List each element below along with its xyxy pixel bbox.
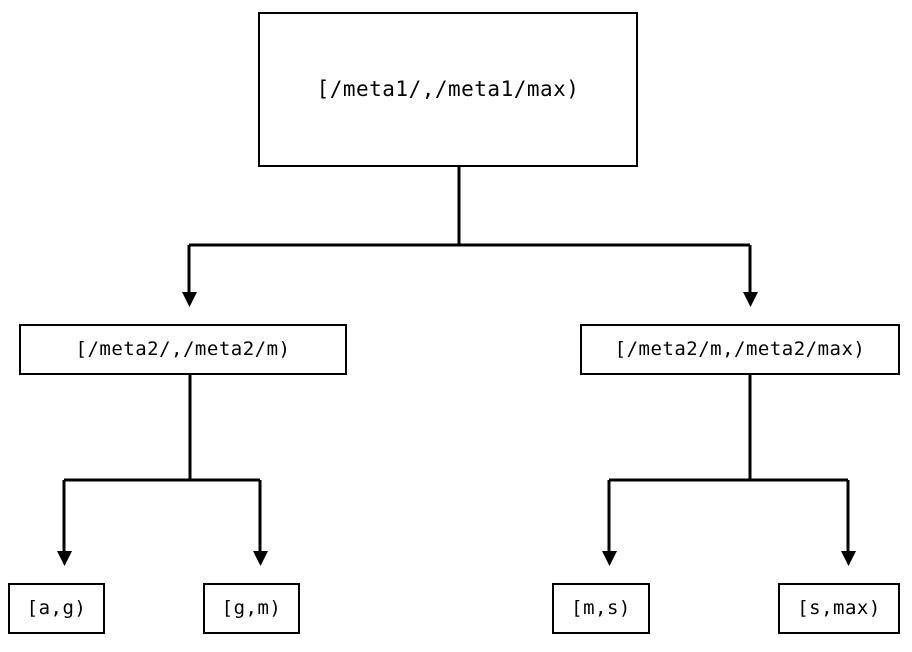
node-leaf-gm-label: [g,m) — [221, 597, 282, 619]
node-meta2-low[interactable]: [/meta2/,/meta2/m) — [19, 324, 347, 375]
arrowhead-to-meta2-low — [182, 292, 197, 307]
node-meta2-high-label: [/meta2/m,/meta2/max) — [614, 338, 866, 360]
node-root-label: [/meta1/,/meta1/max) — [316, 77, 580, 101]
node-leaf-ag-label: [a,g) — [26, 597, 87, 619]
node-leaf-ms-label: [m,s) — [571, 597, 631, 619]
arrowhead-to-leaf-ag — [57, 551, 72, 566]
node-leaf-smax[interactable]: [s,max) — [778, 583, 900, 634]
node-meta2-high[interactable]: [/meta2/m,/meta2/max) — [580, 324, 900, 375]
arrowhead-to-leaf-smax — [841, 551, 856, 566]
node-leaf-ms[interactable]: [m,s) — [552, 583, 650, 634]
node-leaf-smax-label: [s,max) — [797, 597, 881, 619]
node-meta2-low-label: [/meta2/,/meta2/m) — [75, 338, 291, 360]
arrowhead-to-leaf-ms — [602, 551, 617, 566]
arrowhead-to-meta2-high — [743, 292, 758, 307]
node-leaf-ag[interactable]: [a,g) — [8, 583, 105, 634]
arrowhead-to-leaf-gm — [253, 551, 268, 566]
node-root[interactable]: [/meta1/,/meta1/max) — [258, 12, 638, 167]
node-leaf-gm[interactable]: [g,m) — [203, 583, 300, 634]
